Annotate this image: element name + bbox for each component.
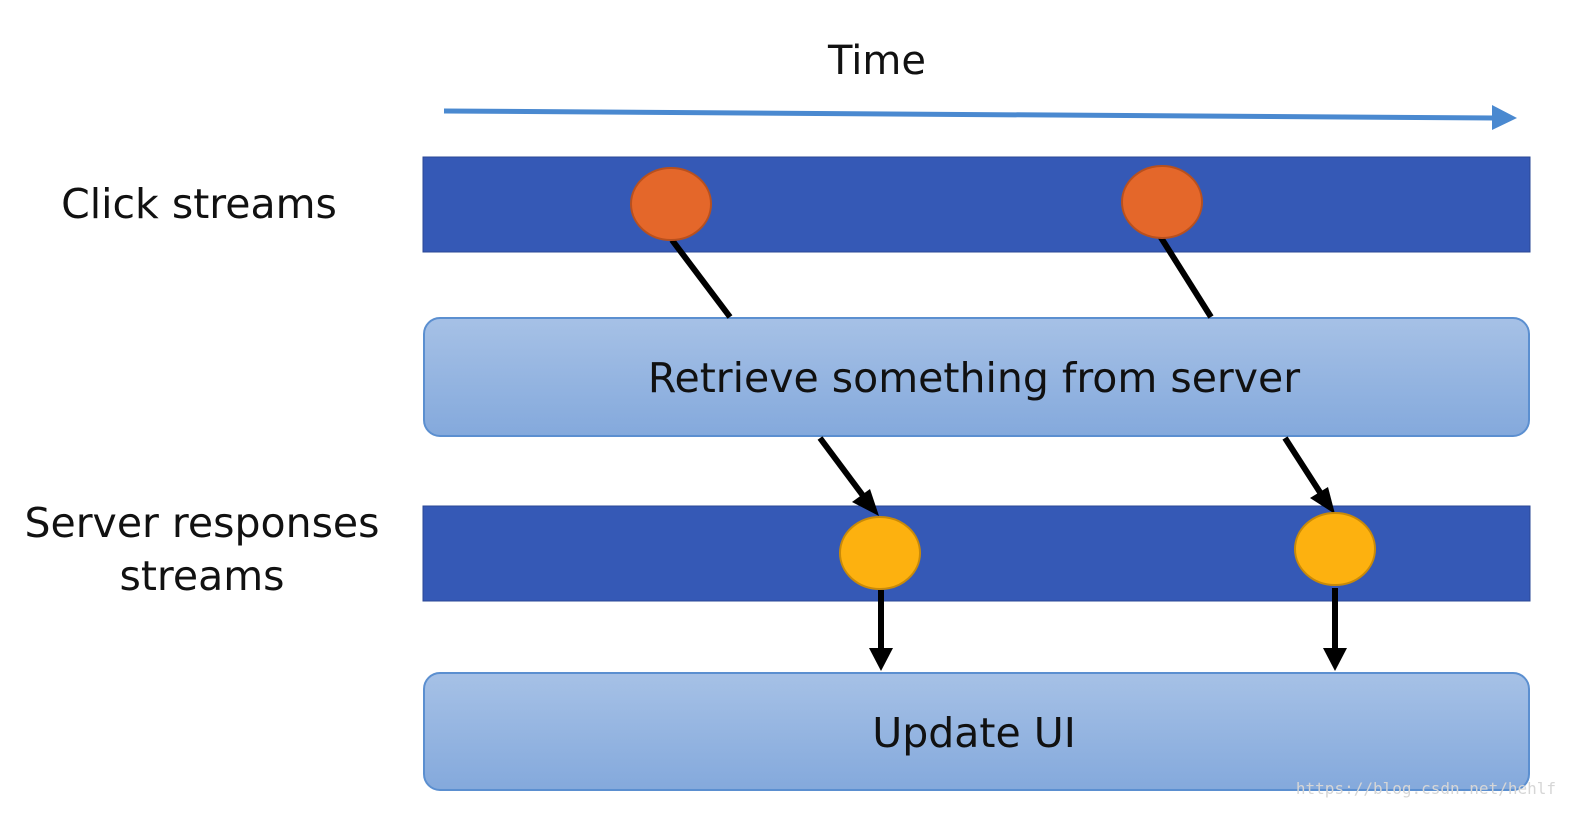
svg-text:Click streams: Click streams [61, 180, 337, 228]
response-event-1 [839, 516, 921, 590]
watermark-text: https://blog.csdn.net/hehlf [1296, 779, 1556, 798]
response-event-2 [1294, 512, 1376, 586]
click-event-2 [1121, 165, 1203, 239]
response-2-to-update-arrow [1323, 588, 1347, 671]
click-streams-label: Click streams [61, 180, 337, 228]
time-axis-label: Time [827, 38, 926, 84]
time-axis-arrow [443, 105, 1517, 130]
click-1-to-retrieve-line [669, 238, 733, 319]
retrieve-to-response-2-arrow [1282, 436, 1335, 514]
retrieve-to-response-1-arrow [817, 436, 879, 516]
click-stream-band [422, 156, 1531, 253]
click-2-to-retrieve-line [1157, 234, 1214, 319]
retrieve-box-label: Retrieve something from server [648, 354, 1300, 402]
click-event-1 [630, 167, 712, 241]
svg-text:Server responses: Server responses [24, 499, 379, 547]
server-responses-streams-label: Server responses streams [24, 499, 379, 600]
svg-text:streams: streams [119, 552, 284, 600]
update-ui-box [423, 672, 1530, 791]
update-ui-label: Update UI [872, 709, 1076, 757]
response-1-to-update-arrow [869, 590, 893, 671]
retrieve-box [423, 317, 1530, 437]
